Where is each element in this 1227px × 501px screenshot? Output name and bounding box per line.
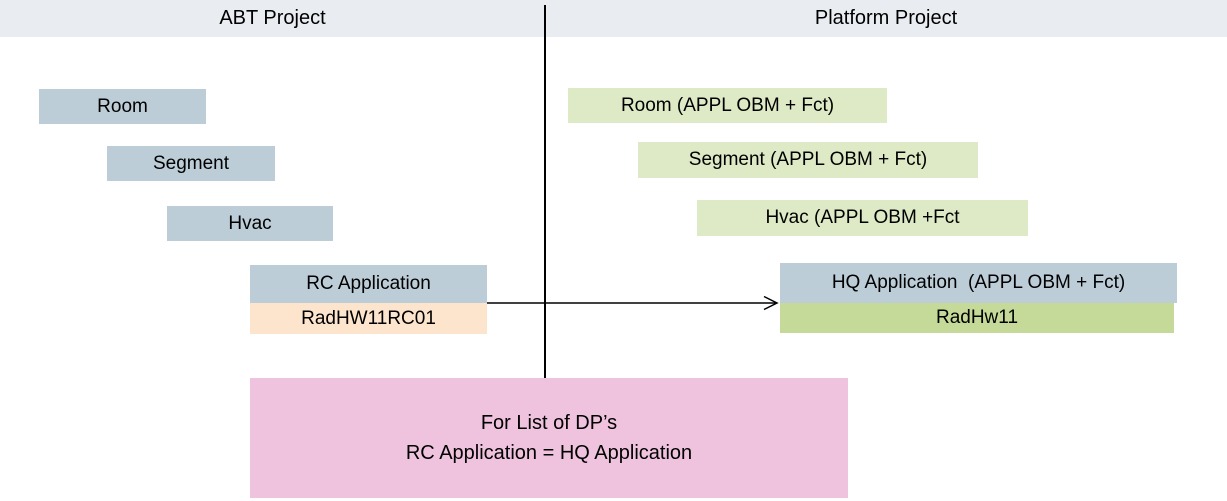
header-bar [0, 0, 1227, 37]
platform-hvac-box: Hvac (APPL OBM +Fct [697, 200, 1028, 236]
abt-instance-box: RadHW11RC01 [250, 303, 487, 334]
note-box: For List of DP’s RC Application = HQ App… [250, 378, 848, 498]
mapping-arrow-head [763, 295, 779, 311]
platform-hq-application-box: HQ Application (APPL OBM + Fct) [780, 263, 1177, 303]
abt-project-title: ABT Project [219, 7, 326, 29]
abt-hvac-box: Hvac [167, 206, 333, 241]
note-line-2: RC Application = HQ Application [405, 442, 693, 464]
abt-room-box: Room [39, 89, 206, 124]
abt-rc-application-box: RC Application [250, 265, 487, 303]
note-line-1: For List of DP’s [480, 412, 618, 434]
platform-room-box: Room (APPL OBM + Fct) [568, 88, 887, 123]
abt-segment-box: Segment [107, 146, 275, 181]
platform-instance-box: RadHw11 [780, 303, 1174, 333]
platform-project-title: Platform Project [814, 7, 958, 29]
platform-segment-box: Segment (APPL OBM + Fct) [638, 142, 978, 178]
